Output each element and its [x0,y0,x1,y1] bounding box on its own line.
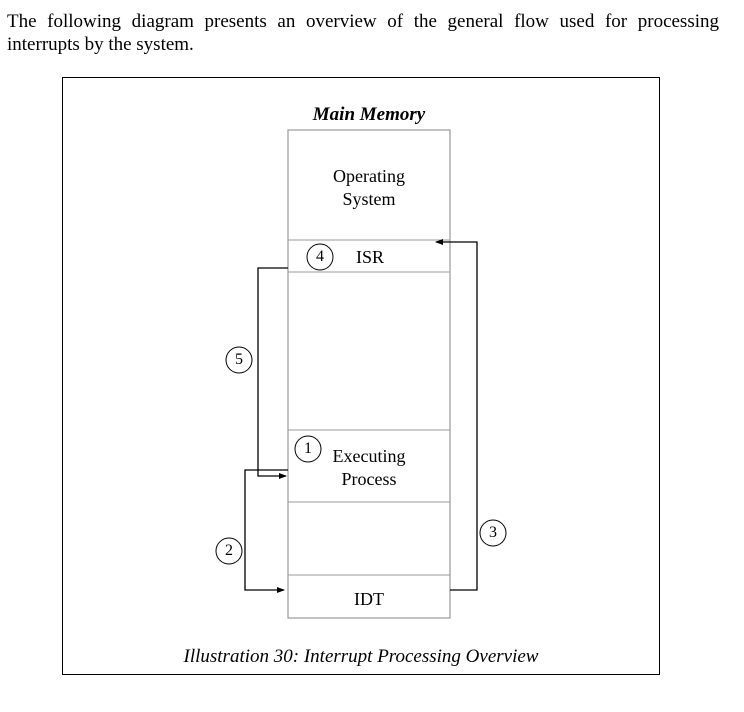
figure-caption: Illustration 30: Interrupt Processing Ov… [183,646,539,667]
step-4-number: 4 [316,248,324,265]
arrow-step-3 [435,239,478,591]
step-2-circle [215,537,243,565]
figure-frame [62,77,660,675]
step-1-circle [294,435,322,463]
step-3-number: 3 [489,524,497,541]
step-1-number: 1 [304,440,312,457]
os-label-line2: System [342,189,396,209]
idt-label: IDT [354,589,384,609]
arrow-step-2 [244,469,288,593]
os-label: Operating System [288,165,450,211]
exec-label-line2: Process [341,469,397,489]
arrow-step-5 [257,267,288,479]
intro-paragraph: The following diagram presents an overvi… [7,11,719,55]
step-5-circle [225,346,253,374]
os-label-line1: Operating [333,166,405,186]
step-5-number: 5 [235,351,243,368]
step-2-number: 2 [225,542,233,559]
executing-process-label: Executing Process [323,445,415,491]
memory-block [287,129,451,619]
step-3-circle [479,519,507,547]
isr-label: ISR [355,247,384,267]
main-memory-title: Main Memory [312,104,426,125]
step-4-circle [306,243,334,271]
exec-label-line1: Executing [332,446,406,466]
